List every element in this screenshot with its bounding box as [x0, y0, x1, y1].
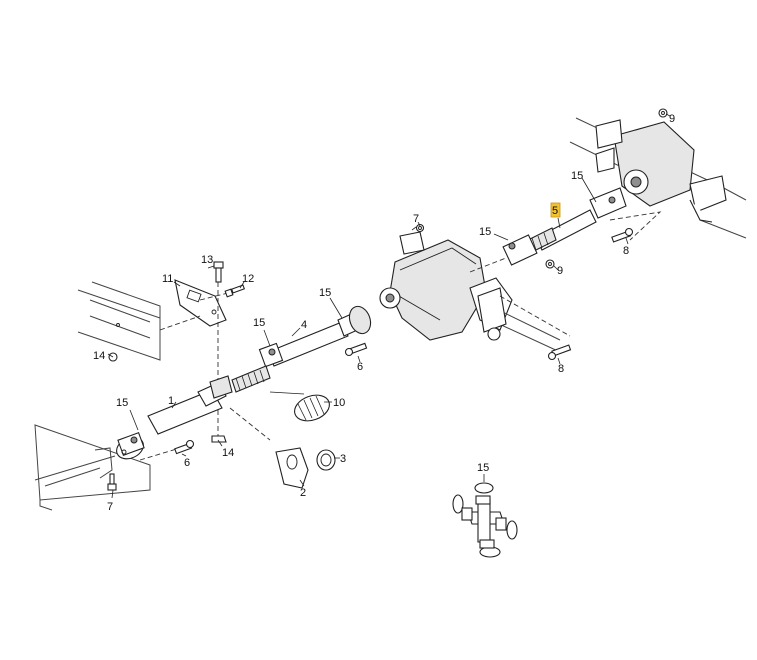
callout-8-right: 8 [623, 245, 629, 257]
callout-12: 12 [242, 273, 254, 285]
callout-14-lower: 14 [222, 447, 234, 459]
callout-6-upper: 6 [357, 361, 363, 373]
bolt-7-upper [415, 223, 425, 233]
callout-15-kit: 15 [477, 462, 489, 474]
callout-15-upper-flange: 15 [571, 170, 583, 182]
callout-7-lower: 7 [107, 501, 113, 513]
callout-9-upper: 9 [669, 113, 675, 125]
callout-15-rear-shaft: 15 [116, 397, 128, 409]
nut-9-lower [545, 259, 555, 269]
mount-block-2 [229, 407, 309, 489]
universal-joint-kit [452, 482, 518, 558]
callout-5: 5 [552, 205, 558, 217]
ring-3 [316, 449, 336, 471]
callout-9-lower: 9 [557, 265, 563, 277]
nut-9-upper [658, 108, 668, 118]
callout-15-front-shaft: 15 [253, 317, 265, 329]
rear-axle-differential [569, 117, 747, 239]
bolt-6-lower [174, 439, 195, 455]
callout-14-left: 14 [93, 350, 105, 362]
bracket-plate [159, 279, 233, 331]
callout-7-upper: 7 [413, 213, 419, 225]
bolt-7-lower [107, 473, 117, 491]
callout-13: 13 [201, 254, 213, 266]
callout-10: 10 [333, 397, 345, 409]
callout-labels: 1 2 3 4 5 6 6 7 7 8 8 9 9 10 11 12 13 14… [93, 113, 675, 513]
callout-15-front-flange: 15 [319, 287, 331, 299]
leader-lines [107, 113, 671, 499]
drive-shaft-1 [116, 375, 233, 461]
drive-shaft-5 [469, 187, 662, 337]
bolt-12 [224, 284, 246, 298]
callout-11: 11 [162, 273, 173, 285]
left-frame-rail [34, 424, 151, 511]
bolt-13 [213, 261, 224, 436]
slip-joint-spline [231, 365, 271, 393]
bolt-8-lower [547, 344, 572, 361]
callout-2: 2 [300, 487, 306, 499]
callout-5-highlight [550, 202, 561, 218]
callout-3: 3 [340, 453, 346, 465]
axle-housing-front [477, 287, 561, 353]
callout-4: 4 [301, 319, 307, 331]
drive-shaft-4 [258, 305, 372, 368]
callout-8-lower: 8 [558, 363, 564, 375]
callout-15-upper-joint: 15 [479, 226, 491, 238]
callout-1: 1 [168, 395, 174, 407]
bolt-6-upper [344, 342, 368, 357]
nut-14-lower [211, 435, 227, 443]
cross-member [77, 281, 161, 361]
bellows-boot [294, 394, 330, 422]
bolt-8-right [611, 227, 634, 243]
callout-6-lower: 6 [184, 457, 190, 469]
